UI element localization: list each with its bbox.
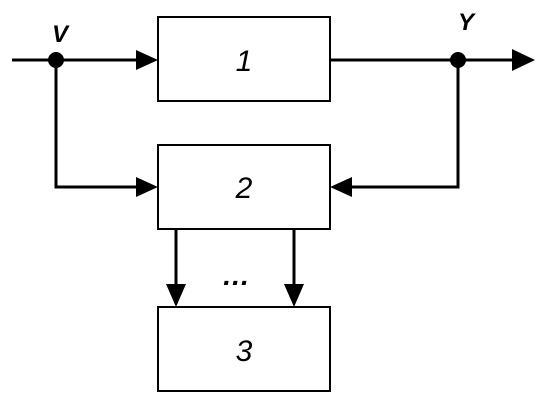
y-to-block2-line: [352, 60, 460, 189]
block3-right-input-arrow: [284, 284, 304, 307]
block-2-label: 2: [235, 172, 253, 205]
block-2: [157, 144, 331, 230]
block-3-label: 3: [236, 335, 253, 368]
junction-y-node: [450, 52, 466, 68]
junction-v-node: [48, 52, 64, 68]
block-3: [157, 306, 331, 392]
output-arrow: [512, 49, 535, 71]
output-signal-label: Y: [458, 9, 476, 36]
v-to-block2-line: [54, 60, 138, 189]
block3-left-input-arrow: [166, 284, 186, 307]
input-signal-label: V: [52, 21, 70, 48]
block-1: [157, 16, 331, 102]
ellipsis-label: …: [222, 260, 250, 291]
block-1-label: 1: [236, 45, 253, 78]
block1-input-arrow: [136, 50, 158, 70]
block2-right-input-arrow: [330, 177, 352, 197]
block2-left-input-arrow: [136, 177, 158, 197]
